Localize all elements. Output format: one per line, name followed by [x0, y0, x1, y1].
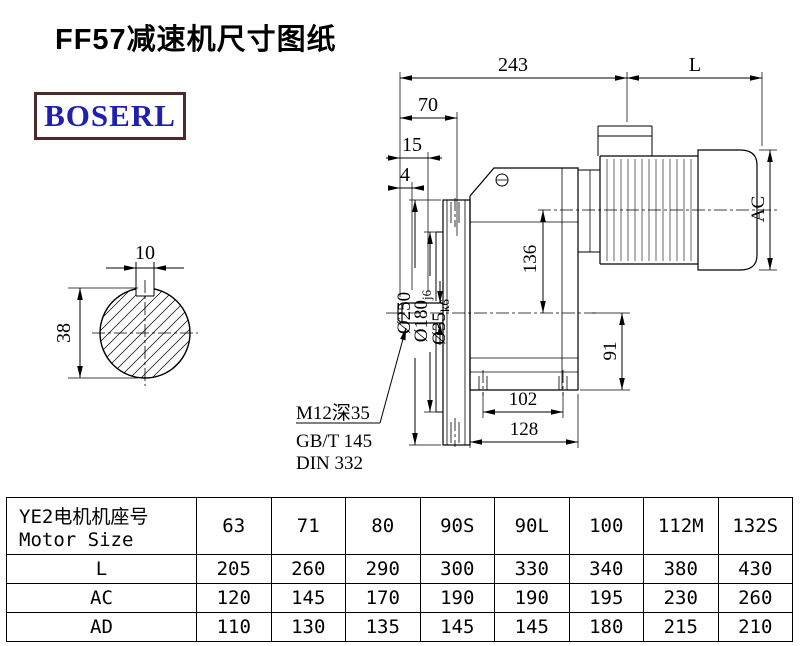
table-cell: 340 [568, 554, 644, 584]
table-cell: 290 [345, 554, 421, 584]
table-cell: 195 [568, 583, 644, 613]
dim-4-label: 4 [400, 164, 410, 186]
table-cell: 110 [196, 612, 272, 642]
table-row: L 205 260 290 300 330 340 380 430 [6, 554, 793, 584]
dimension-lines [296, 75, 773, 445]
dim-250-label: Ø250 [394, 292, 415, 334]
table-cell: 300 [419, 554, 495, 584]
terminal-box [597, 125, 653, 156]
standard-note-gbt: GB/T 145 [296, 431, 372, 452]
table-header-row: YE2电机机座号 Motor Size 63 71 80 90S 90L 100… [6, 497, 793, 555]
table-cell: 112M [643, 497, 719, 555]
table-cell: 180 [568, 612, 644, 642]
motor-size-header-en: Motor Size [19, 528, 134, 551]
tap-hole-note: M12深35 [296, 402, 370, 424]
dim-15-label: 15 [402, 134, 422, 156]
table-cell: 215 [643, 612, 719, 642]
table-cell: 71 [270, 497, 346, 555]
dim-AC-label: AC [748, 196, 769, 222]
motor-size-header-cn: YE2电机机座号 [19, 505, 149, 528]
table-cell: 430 [717, 554, 793, 584]
output-shaft [397, 302, 443, 324]
gear-housing [469, 167, 579, 391]
standard-note-din: DIN 332 [296, 453, 363, 474]
table-cell: 190 [419, 583, 495, 613]
dim-38-label: 38 [53, 323, 75, 343]
table-row: AD 110 130 135 145 145 180 215 210 [6, 612, 793, 642]
table-cell: 90L [494, 497, 570, 555]
table-cell: 145 [419, 612, 495, 642]
dim-136-label: 136 [520, 245, 541, 274]
dim-102-label: 102 [509, 389, 538, 410]
dim-10-label: 10 [135, 242, 155, 264]
dim-128-label: 128 [510, 419, 539, 440]
dim-35-tolerance: k6 [437, 299, 452, 313]
extension-lines [399, 72, 777, 448]
dim-L-label: L [689, 54, 701, 76]
dim-35-main: Ø35 [429, 312, 450, 345]
boserl-logo: BOSERL [34, 92, 186, 140]
motor-fins [606, 159, 692, 261]
table-row: AC 120 145 170 190 190 195 230 260 [6, 583, 793, 613]
table-cell: 260 [717, 583, 793, 613]
table-cell: 145 [494, 612, 570, 642]
row-label: L [6, 554, 197, 584]
gearbox-geometry [296, 72, 780, 448]
table-cell: 90S [419, 497, 495, 555]
table-cell: 205 [196, 554, 272, 584]
motor-size-table: YE2电机机座号 Motor Size 63 71 80 90S 90L 100… [6, 497, 793, 642]
table-cell: 210 [717, 612, 793, 642]
dimension-drawing: 10 38 [53, 54, 780, 474]
table-cell: 145 [270, 583, 346, 613]
table-cell: 130 [270, 612, 346, 642]
fan-cowl [697, 149, 758, 271]
table-cell: 260 [270, 554, 346, 584]
table-cell: 230 [643, 583, 719, 613]
dim-35-label: Ø35k6 [429, 299, 452, 345]
table-cell: 63 [196, 497, 272, 555]
dim-180-label: Ø180j6 [411, 289, 434, 342]
motor-size-header-cell: YE2电机机座号 Motor Size [6, 497, 197, 555]
dim-180-main: Ø180 [411, 300, 432, 342]
motor-adapter [578, 169, 600, 253]
table-cell: 80 [345, 497, 421, 555]
table-cell: 170 [345, 583, 421, 613]
boserl-logo-text: BOSERL [44, 98, 176, 133]
page-title: FF57减速机尺寸图纸 [55, 24, 337, 56]
dim-180-tolerance: j6 [419, 289, 434, 301]
dimension-lines [77, 265, 184, 378]
table-cell: 135 [345, 612, 421, 642]
shaft-end-view [68, 262, 198, 386]
table-cell: 380 [643, 554, 719, 584]
table-cell: 330 [494, 554, 570, 584]
table-cell: 100 [568, 497, 644, 555]
dim-91-label: 91 [600, 342, 621, 361]
table-cell: 132S [717, 497, 793, 555]
motor [597, 125, 758, 271]
table-cell: 190 [494, 583, 570, 613]
centerlines [92, 280, 198, 386]
dim-243-label: 243 [498, 54, 528, 76]
row-label: AD [6, 612, 197, 642]
table-cell: 120 [196, 583, 272, 613]
row-label: AC [6, 583, 197, 613]
dim-70-label: 70 [418, 94, 438, 116]
